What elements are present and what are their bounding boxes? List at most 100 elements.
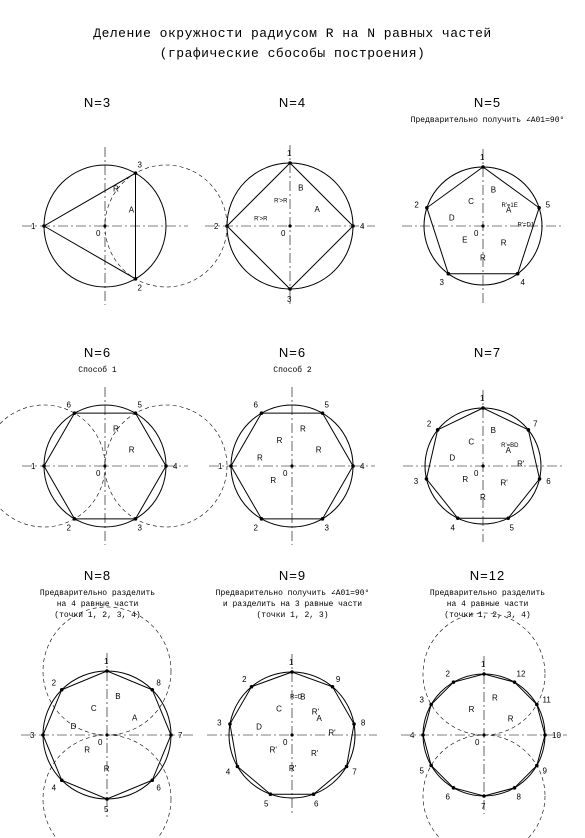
vertex-point xyxy=(249,684,254,689)
figure-label: 0 xyxy=(475,738,480,747)
figure-label: B xyxy=(300,693,305,702)
figure-label: 5 xyxy=(264,800,269,809)
panel-title: N=12 xyxy=(469,568,506,583)
figure-label: R xyxy=(480,493,486,502)
figure-label: R xyxy=(104,765,110,774)
vertex-point xyxy=(320,411,325,415)
figure-label: 2 xyxy=(67,523,72,532)
vertex-point xyxy=(537,477,542,481)
vertex-point xyxy=(59,778,64,783)
figure-label: 5 xyxy=(325,401,330,410)
figure-label: 7 xyxy=(178,731,183,740)
construction-arc xyxy=(422,612,546,736)
figure-label: 2 xyxy=(242,675,247,684)
figure-label: 3 xyxy=(325,523,330,532)
figure-label: A xyxy=(506,446,512,455)
figure-label: B xyxy=(115,692,120,701)
figure-label: R xyxy=(300,424,306,433)
figure-label: 6 xyxy=(156,783,161,792)
figure-label: R' xyxy=(500,478,508,487)
vertex-point xyxy=(133,411,138,415)
figure-label: C xyxy=(468,197,474,206)
figure-label: R xyxy=(316,445,322,454)
panel-note: Способ 1 xyxy=(78,366,117,375)
figure-label: R'=D1 xyxy=(518,223,535,229)
vertex-point xyxy=(133,517,138,521)
center-point xyxy=(105,733,109,737)
figure-label: 7 xyxy=(533,420,538,429)
figure-label: 2 xyxy=(52,679,57,688)
figure-label: 7 xyxy=(481,802,486,811)
figure-label: R xyxy=(277,436,283,445)
figure-label: 0 xyxy=(474,469,479,478)
vertex-point xyxy=(351,224,355,228)
inscribed-polygon xyxy=(426,166,540,275)
vertex-point xyxy=(535,763,539,768)
vertex-point xyxy=(169,733,173,737)
center-point xyxy=(481,224,485,228)
figure-label: 2 xyxy=(254,523,259,532)
construction-arc xyxy=(422,734,546,838)
vertex-point xyxy=(259,517,264,521)
figure-label: 3 xyxy=(217,718,222,727)
vertex-point xyxy=(512,786,517,790)
figure-label: 5 xyxy=(510,523,515,532)
construction-arc xyxy=(424,407,542,525)
figure-label: R=D xyxy=(290,695,303,701)
figure-label: R xyxy=(492,693,498,702)
vertex-point xyxy=(512,680,517,684)
vertex-point xyxy=(235,764,240,769)
figure-label: R' xyxy=(328,729,336,738)
figure-label: 11 xyxy=(542,696,551,705)
figure-label: 3 xyxy=(439,278,444,287)
figure-label: 0 xyxy=(96,229,101,238)
figure-label: 8 xyxy=(156,679,161,688)
figure-label: 9 xyxy=(336,675,341,684)
vertex-point xyxy=(72,411,77,415)
center-point xyxy=(103,224,107,228)
vertex-point xyxy=(481,165,485,169)
vertex-point xyxy=(344,764,349,769)
vertex-point xyxy=(42,464,46,468)
vertex-point xyxy=(543,733,547,737)
vertex-point xyxy=(425,205,429,210)
figure-label: R xyxy=(462,475,468,484)
figure-label: 1 xyxy=(481,660,486,669)
figure-label: D xyxy=(449,454,455,463)
figure-label: R xyxy=(270,476,276,485)
vertex-point xyxy=(482,794,486,798)
panel-note: Способ 2 xyxy=(273,366,312,375)
vertex-point xyxy=(133,277,138,281)
vertex-point xyxy=(150,687,155,692)
figure-label: 5 xyxy=(546,201,551,210)
vertex-point xyxy=(435,428,440,432)
figure-label: 3 xyxy=(138,161,143,170)
figure-label: R xyxy=(480,253,486,262)
center-point xyxy=(481,464,485,468)
figure-label: 8 xyxy=(361,718,366,727)
panel-note: Предварительно получить ∠A01=90° и разде… xyxy=(215,589,370,620)
figure-label: R xyxy=(508,714,514,723)
figure-label: D xyxy=(256,722,262,731)
vertex-point xyxy=(268,792,273,797)
vertex-point xyxy=(429,763,433,768)
vertex-point xyxy=(506,516,510,521)
vertex-point xyxy=(451,786,456,790)
center-point xyxy=(288,224,292,228)
vertex-point xyxy=(288,161,292,165)
center-point xyxy=(290,464,294,468)
figure-label: C xyxy=(468,437,474,446)
figure-label: 3 xyxy=(30,731,35,740)
center-point xyxy=(482,733,486,737)
